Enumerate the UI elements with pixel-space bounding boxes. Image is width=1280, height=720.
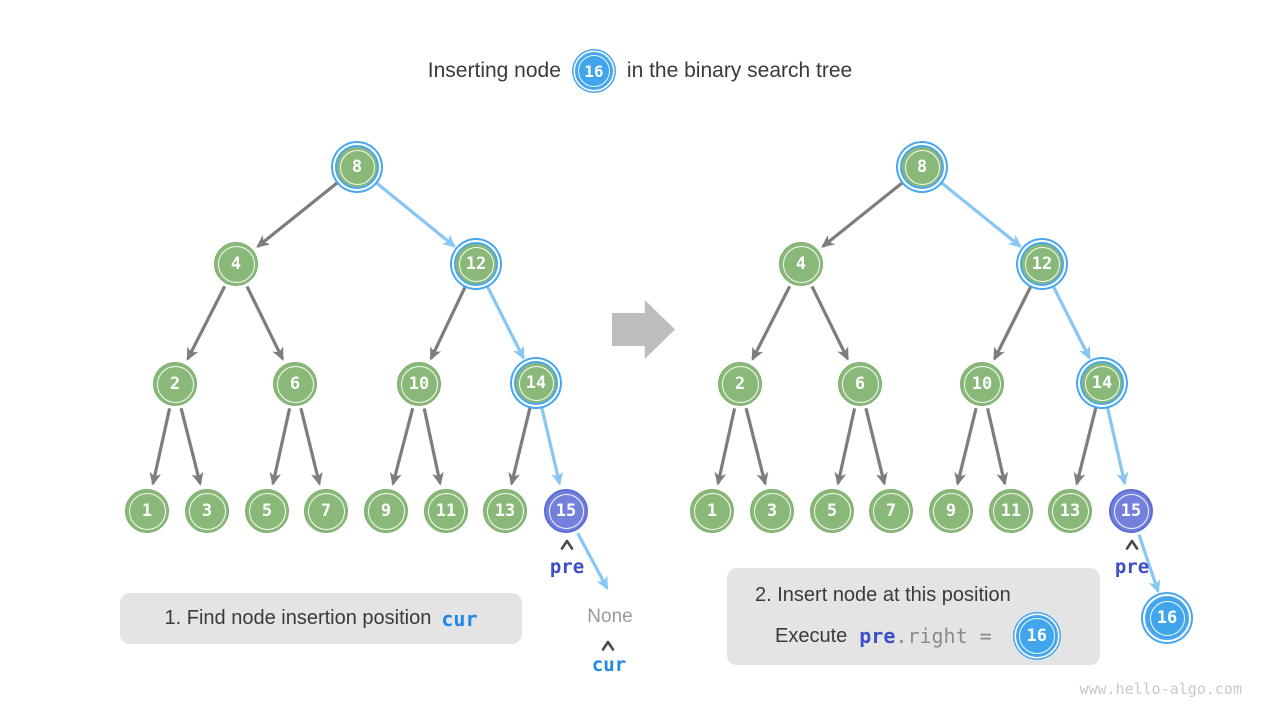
step1-caption-box: 1. Find node insertion position cur: [120, 593, 522, 644]
tree-edge: [751, 285, 792, 361]
diagram-title: Inserting node 16 in the binary search t…: [0, 52, 1280, 90]
tree-edge: [429, 285, 467, 361]
tree-node-r13: 13: [1048, 489, 1092, 533]
tree-node-r1: 1: [690, 489, 734, 533]
tree-edge: [269, 408, 292, 486]
step2-node-16: 16: [1015, 615, 1058, 657]
tree-node-l5: 5: [245, 489, 289, 533]
title-prefix: Inserting node: [427, 59, 561, 82]
tree-node-l3: 3: [185, 489, 229, 533]
tree-node-r16: 16: [1145, 596, 1189, 640]
tree-node-r7: 7: [869, 489, 913, 533]
tree-edge: [540, 406, 563, 486]
tree-node-r14: 14: [1080, 361, 1124, 405]
step2-line2: Execute pre . right = 16: [775, 615, 1100, 657]
tree-node-l8: 8: [335, 145, 379, 189]
tree-node-l12: 12: [454, 242, 498, 286]
tree-edge: [864, 407, 888, 486]
tree-edge: [186, 285, 227, 361]
tree-edge: [993, 285, 1033, 361]
title-node-16: 16: [574, 52, 613, 90]
tree-node-l14: 14: [514, 361, 558, 405]
tree-edge: [422, 408, 444, 486]
tree-node-r2: 2: [718, 362, 762, 406]
tree-edge: [810, 285, 850, 361]
step2-right-token: right: [907, 624, 968, 648]
step-transition-arrow-icon: [612, 300, 675, 359]
tree-node-l13: 13: [483, 489, 527, 533]
tree-node-r3: 3: [750, 489, 794, 533]
tree-edge: [256, 181, 339, 248]
tree-node-r9: 9: [929, 489, 973, 533]
pre-label: pre: [549, 556, 585, 578]
tree-edge: [714, 408, 737, 486]
tree-node-r6: 6: [838, 362, 882, 406]
step2-caption-box: 2. Insert node at this position Execute …: [727, 568, 1100, 665]
tree-edge: [940, 181, 1022, 248]
tree-edge: [149, 408, 172, 486]
step1-cur-token: cur: [441, 606, 478, 631]
tree-node-l7: 7: [304, 489, 348, 533]
tree-node-l4: 4: [214, 242, 258, 286]
step1-text: 1. Find node insertion position: [164, 607, 432, 629]
watermark: www.hello-algo.com: [1079, 680, 1242, 698]
tree-edge: [389, 407, 415, 486]
cur-label: cur: [591, 654, 627, 676]
tree-node-l9: 9: [364, 489, 408, 533]
tree-node-r10: 10: [960, 362, 1004, 406]
tree-edge: [1105, 407, 1129, 486]
step2-dot-token: .: [895, 624, 908, 648]
step2-equals-token: =: [967, 624, 1004, 648]
tree-node-l1: 1: [125, 489, 169, 533]
pre-label: pre: [1114, 556, 1150, 578]
tree-node-r4: 4: [779, 242, 823, 286]
caret-up-icon: [560, 539, 574, 550]
tree-edge: [1073, 406, 1098, 486]
tree-edge: [954, 407, 978, 486]
caret-up-icon: [601, 640, 615, 651]
tree-node-l6: 6: [273, 362, 317, 406]
none-label: None: [587, 606, 633, 627]
tree-edge: [245, 285, 285, 361]
tree-node-l15: 15: [544, 489, 588, 533]
tree-edge: [821, 181, 904, 248]
tree-edge: [508, 406, 532, 486]
tree-edge: [744, 407, 769, 486]
step2-pre-token: pre: [859, 624, 896, 648]
tree-edge: [375, 181, 456, 248]
tree-node-l10: 10: [397, 362, 441, 406]
tree-node-r8: 8: [900, 145, 944, 189]
title-suffix: in the binary search tree: [626, 59, 853, 82]
tree-node-l11: 11: [424, 489, 468, 533]
tree-node-r12: 12: [1020, 242, 1064, 286]
tree-node-r15: 15: [1109, 489, 1153, 533]
tree-edge: [179, 407, 204, 486]
tree-edge: [299, 407, 323, 486]
tree-edge: [1051, 285, 1091, 360]
tree-node-r5: 5: [810, 489, 854, 533]
tree-edge: [485, 285, 525, 360]
step2-execute-label: Execute: [775, 624, 848, 647]
tree-edge: [986, 408, 1009, 486]
step2-line1: 2. Insert node at this position: [755, 584, 1011, 606]
tree-edge: [834, 408, 857, 486]
tree-node-l2: 2: [153, 362, 197, 406]
caret-up-icon: [1125, 539, 1139, 550]
tree-node-r11: 11: [989, 489, 1033, 533]
